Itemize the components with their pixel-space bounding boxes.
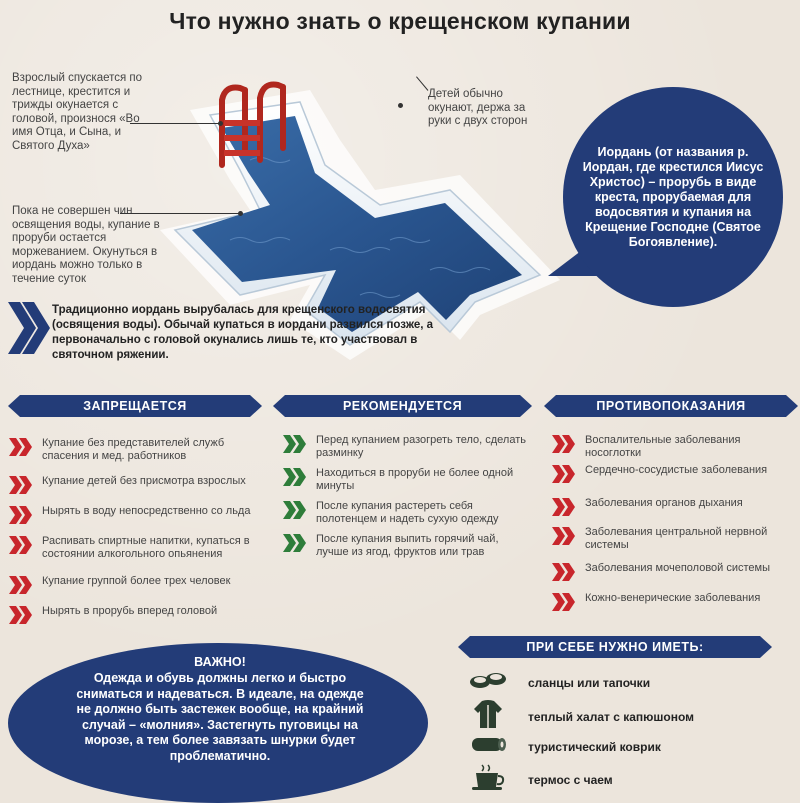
list-item-label: Распивать спиртные напитки, купаться в с… [42, 535, 250, 560]
list-item: Воспалительные заболевания носоглотки [551, 434, 791, 459]
list-item: Сердечно-сосудистые заболевания [551, 464, 791, 484]
page-title: Что нужно знать о крещенском купании [169, 8, 631, 34]
list-item: Заболевания органов дыхания [551, 497, 791, 517]
important-text: Одежда и обувь должны легко и быстро сни… [76, 671, 364, 763]
list-item: Перед купанием разогреть тело, сделать р… [282, 434, 527, 459]
chevron-icon [552, 563, 575, 581]
list-item-label: Нырять в воду непосредственно со льда [42, 505, 251, 517]
list-item-label: Купание без представителей служб спасени… [42, 437, 225, 462]
chevron-icon [552, 527, 575, 545]
chevron-icon [283, 468, 306, 486]
list-item-label: После купания растереть себя полотенцем … [316, 500, 499, 525]
note-adult: Взрослый спускается по лестнице, крестит… [12, 72, 143, 152]
list-item: После купания растереть себя полотенцем … [282, 500, 527, 525]
chevron-icon [9, 606, 32, 624]
robe-icon [468, 699, 514, 734]
mat-icon [468, 732, 514, 761]
list-item: Кожно-венерические заболевания [551, 592, 791, 612]
bring-item: термос с чаем [468, 763, 613, 796]
list-item-label: Заболевания центральной нервной системы [585, 526, 768, 551]
bring-item: сланцы или тапочки [468, 668, 650, 697]
list-item-label: Воспалительные заболевания носоглотки [585, 434, 741, 459]
bring-item-label: теплый халат с капюшоном [528, 709, 695, 724]
list-item-label: Купание группой более трех человек [42, 575, 231, 587]
list-item-label: Купание детей без присмотра взрослых [42, 475, 246, 487]
bring-item-label: термос с чаем [528, 772, 613, 787]
list-item: Заболевания мочеполовой системы [551, 562, 791, 582]
banner-bring: ПРИ СЕБЕ НУЖНО ИМЕТЬ: [458, 636, 772, 658]
list-item-label: Заболевания органов дыхания [585, 497, 743, 509]
slippers-icon [468, 668, 514, 697]
list-item-label: Кожно-венерические заболевания [585, 592, 761, 604]
bring-item: теплый халат с капюшоном [468, 699, 694, 734]
list-item-label: После купания выпить горячий чай, лучше … [316, 533, 499, 558]
list-item-label: Находиться в проруби не более одной мину… [316, 467, 514, 492]
list-item-label: Нырять в прорубь вперед головой [42, 605, 218, 617]
important-title: ВАЖНО! [194, 655, 246, 669]
list-item: Распивать спиртные напитки, купаться в с… [8, 535, 263, 560]
chevron-icon [283, 435, 306, 453]
important-bubble [8, 643, 428, 803]
list-item-label: Перед купанием разогреть тело, сделать р… [316, 434, 526, 459]
chevron-icon [283, 501, 306, 519]
chevron-icon [9, 476, 32, 494]
list-item: После купания выпить горячий чай, лучше … [282, 533, 527, 558]
banner-contraindications: ПРОТИВОПОКАЗАНИЯ [544, 395, 798, 417]
chevron-icon [552, 498, 575, 516]
list-item: Нырять в прорубь вперед головой [8, 605, 263, 625]
list-item-label: Сердечно-сосудистые заболевания [585, 464, 768, 476]
chevron-icon [283, 534, 306, 552]
double-chevron-icon [8, 302, 50, 354]
jordan-definition: Иордань (от названия р. Иордан, где крес… [563, 87, 783, 307]
chevron-icon [9, 536, 32, 554]
chevron-icon [9, 576, 32, 594]
bring-item-label: сланцы или тапочки [528, 675, 651, 690]
note-children: Детей обычно окунают, держа за руки с дв… [428, 88, 528, 127]
banner-forbidden: ЗАПРЕЩАЕТСЯ [8, 395, 262, 417]
list-item: Находиться в проруби не более одной мину… [282, 467, 527, 492]
chevron-icon [552, 465, 575, 483]
list-item: Купание детей без присмотра взрослых [8, 475, 263, 495]
list-item: Купание без представителей служб спасени… [8, 437, 263, 462]
cup-icon [468, 763, 514, 796]
list-item: Заболевания центральной нервной системы [551, 526, 791, 551]
ice-hole-cross-illustration [160, 81, 560, 360]
tradition-text: Традиционно иордань вырубалась для креще… [52, 304, 434, 361]
chevron-icon [9, 506, 32, 524]
chevron-icon [552, 435, 575, 453]
chevron-icon [9, 438, 32, 456]
list-item: Купание группой более трех человек [8, 575, 263, 595]
list-item: Нырять в воду непосредственно со льда [8, 505, 263, 525]
bring-item: туристический коврик [468, 732, 661, 761]
bring-item-label: туристический коврик [528, 739, 661, 754]
list-item-label: Заболевания мочеполовой системы [585, 562, 771, 574]
banner-recommended: РЕКОМЕНДУЕТСЯ [273, 395, 532, 417]
chevron-icon [552, 593, 575, 611]
note-consecration: Пока не совершен чин освящения воды, куп… [12, 205, 160, 285]
